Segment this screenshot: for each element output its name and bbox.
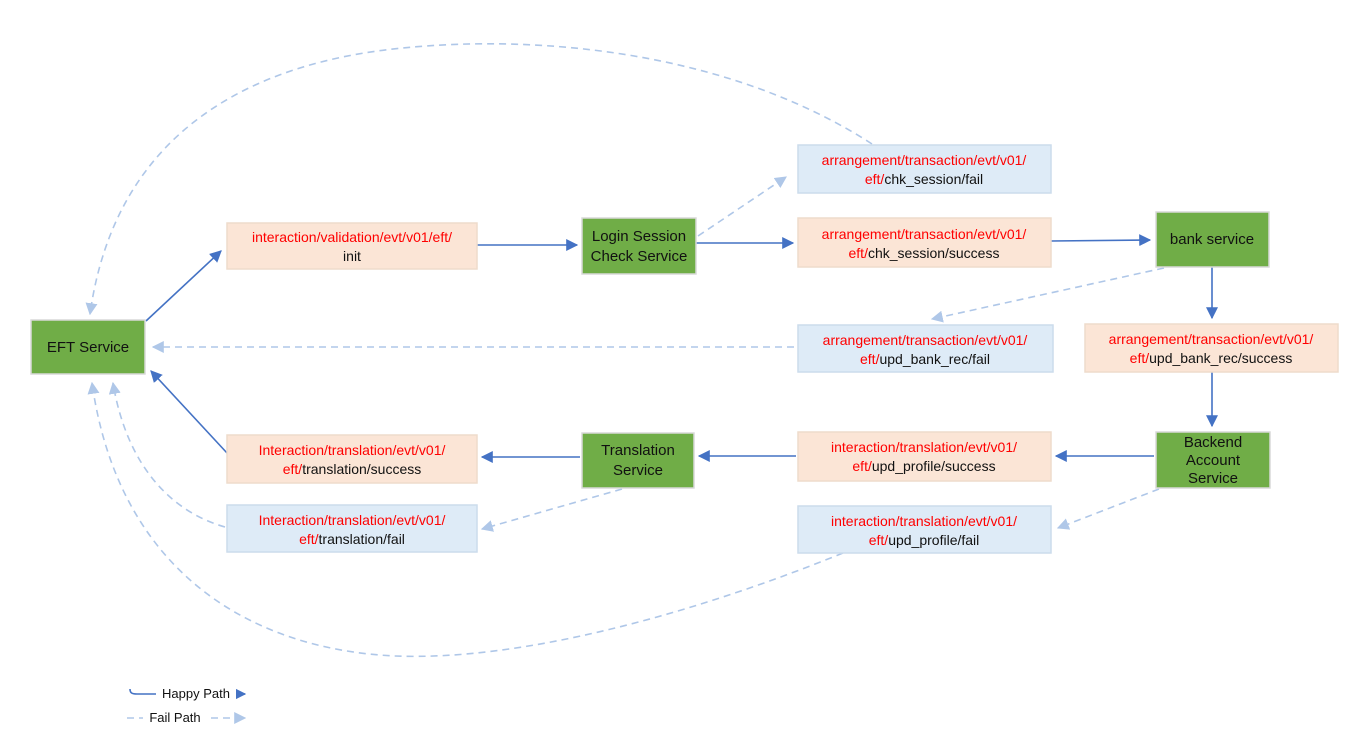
legend-fail-label: Fail Path xyxy=(149,710,200,725)
translation-fail-line1: Interaction/translation/evt/v01/ xyxy=(259,512,446,528)
edge-bank-to-upd-bank-rec-fail xyxy=(930,267,1165,323)
upd-bank-rec-fail-line2: eft/upd_bank_rec/fail xyxy=(860,351,990,367)
node-event-upd-profile-success: interaction/translation/evt/v01/ eft/upd… xyxy=(797,431,1052,482)
chk-session-success-box xyxy=(797,217,1052,268)
edge-backend-to-upd-profile-fail xyxy=(1056,488,1160,530)
bank-service-label: bank service xyxy=(1170,231,1254,248)
chk-session-fail-line1: arrangement/transaction/evt/v01/ xyxy=(822,152,1027,168)
edge-upd-profile-fail-to-eft xyxy=(87,381,844,658)
upd-profile-fail-line1: interaction/translation/evt/v01/ xyxy=(831,513,1017,529)
legend-happy-label-bg xyxy=(156,686,236,701)
init-event-line1: interaction/validation/evt/v01/eft/ xyxy=(252,229,452,245)
translation-fail-line2: eft/translation/fail xyxy=(299,531,405,547)
eft-service-box xyxy=(30,319,146,375)
login-session-label-line1: Login Session xyxy=(592,228,686,245)
chk-session-success-line1: arrangement/transaction/evt/v01/ xyxy=(822,226,1027,242)
node-translation-service: Translation Service xyxy=(581,432,695,489)
upd-bank-rec-success-line1: arrangement/transaction/evt/v01/ xyxy=(1109,331,1314,347)
upd-profile-fail-line2: eft/upd_profile/fail xyxy=(869,532,980,548)
edge-eft-to-init xyxy=(145,250,222,322)
translation-service-box xyxy=(581,432,695,489)
eft-service-label: EFT Service xyxy=(47,339,129,356)
login-session-label-line2: Check Service xyxy=(591,248,688,265)
upd-profile-fail-box xyxy=(797,505,1052,554)
translation-success-box xyxy=(226,434,478,484)
node-event-chk-session-fail: arrangement/transaction/evt/v01/ eft/chk… xyxy=(797,144,1052,194)
edge-translation-to-translation-fail xyxy=(480,488,623,532)
node-eft-service: EFT Service xyxy=(30,319,146,375)
edge-translation-success-to-eft xyxy=(150,370,228,454)
node-backend-account-service: Backend Account Service xyxy=(1155,431,1271,489)
node-event-upd-bank-rec-success: arrangement/transaction/evt/v01/ eft/upd… xyxy=(1084,323,1339,373)
legend: Happy Path Fail Path xyxy=(127,686,247,725)
translation-success-line1: Interaction/translation/evt/v01/ xyxy=(259,442,446,458)
edge-login-to-chk-fail xyxy=(697,176,787,237)
node-event-upd-bank-rec-fail: arrangement/transaction/evt/v01/ eft/upd… xyxy=(797,324,1054,373)
edge-chk-fail-to-eft xyxy=(85,43,873,316)
edge-chk-success-to-bank xyxy=(1050,234,1152,247)
edges xyxy=(85,43,1218,658)
upd-profile-success-line1: interaction/translation/evt/v01/ xyxy=(831,439,1017,455)
chk-session-fail-line2: eft/chk_session/fail xyxy=(865,171,983,187)
upd-bank-rec-success-line2: eft/upd_bank_rec/success xyxy=(1130,350,1293,366)
translation-service-label-line1: Translation xyxy=(601,442,675,459)
translation-service-label-line2: Service xyxy=(613,462,663,479)
backend-account-box xyxy=(1155,431,1271,489)
legend-happy-line xyxy=(129,688,247,700)
node-event-chk-session-success: arrangement/transaction/evt/v01/ eft/chk… xyxy=(797,217,1052,268)
node-event-translation-success: Interaction/translation/evt/v01/ eft/tra… xyxy=(226,434,478,484)
edge-translation-fail-to-eft xyxy=(108,381,226,528)
upd-profile-success-line2: eft/upd_profile/success xyxy=(852,458,995,474)
chk-session-fail-box xyxy=(797,144,1052,194)
upd-bank-rec-fail-line1: arrangement/transaction/evt/v01/ xyxy=(823,332,1028,348)
chk-session-success-line2: eft/chk_session/success xyxy=(849,245,1000,261)
node-event-translation-fail: Interaction/translation/evt/v01/ eft/tra… xyxy=(226,504,478,553)
translation-fail-box xyxy=(226,504,478,553)
node-event-init: interaction/validation/evt/v01/eft/ init xyxy=(226,222,478,270)
upd-bank-rec-fail-box xyxy=(797,324,1054,373)
login-session-box xyxy=(581,217,697,275)
backend-account-label-line3: Service xyxy=(1188,470,1238,487)
upd-bank-rec-success-box xyxy=(1084,323,1339,373)
bank-service-box xyxy=(1155,211,1270,268)
legend-fail-label-bg xyxy=(143,710,207,725)
node-event-upd-profile-fail: interaction/translation/evt/v01/ eft/upd… xyxy=(797,505,1052,554)
backend-account-label-line1: Backend xyxy=(1184,434,1242,451)
node-bank-service: bank service xyxy=(1155,211,1270,268)
legend-happy-label: Happy Path xyxy=(162,686,230,701)
backend-account-label-line2: Account xyxy=(1186,452,1241,469)
init-event-line2: init xyxy=(343,248,361,264)
init-event-box xyxy=(226,222,478,270)
translation-success-line2: eft/translation/success xyxy=(283,461,422,477)
node-login-session-check-service: Login Session Check Service xyxy=(581,217,697,275)
upd-profile-success-box xyxy=(797,431,1052,482)
